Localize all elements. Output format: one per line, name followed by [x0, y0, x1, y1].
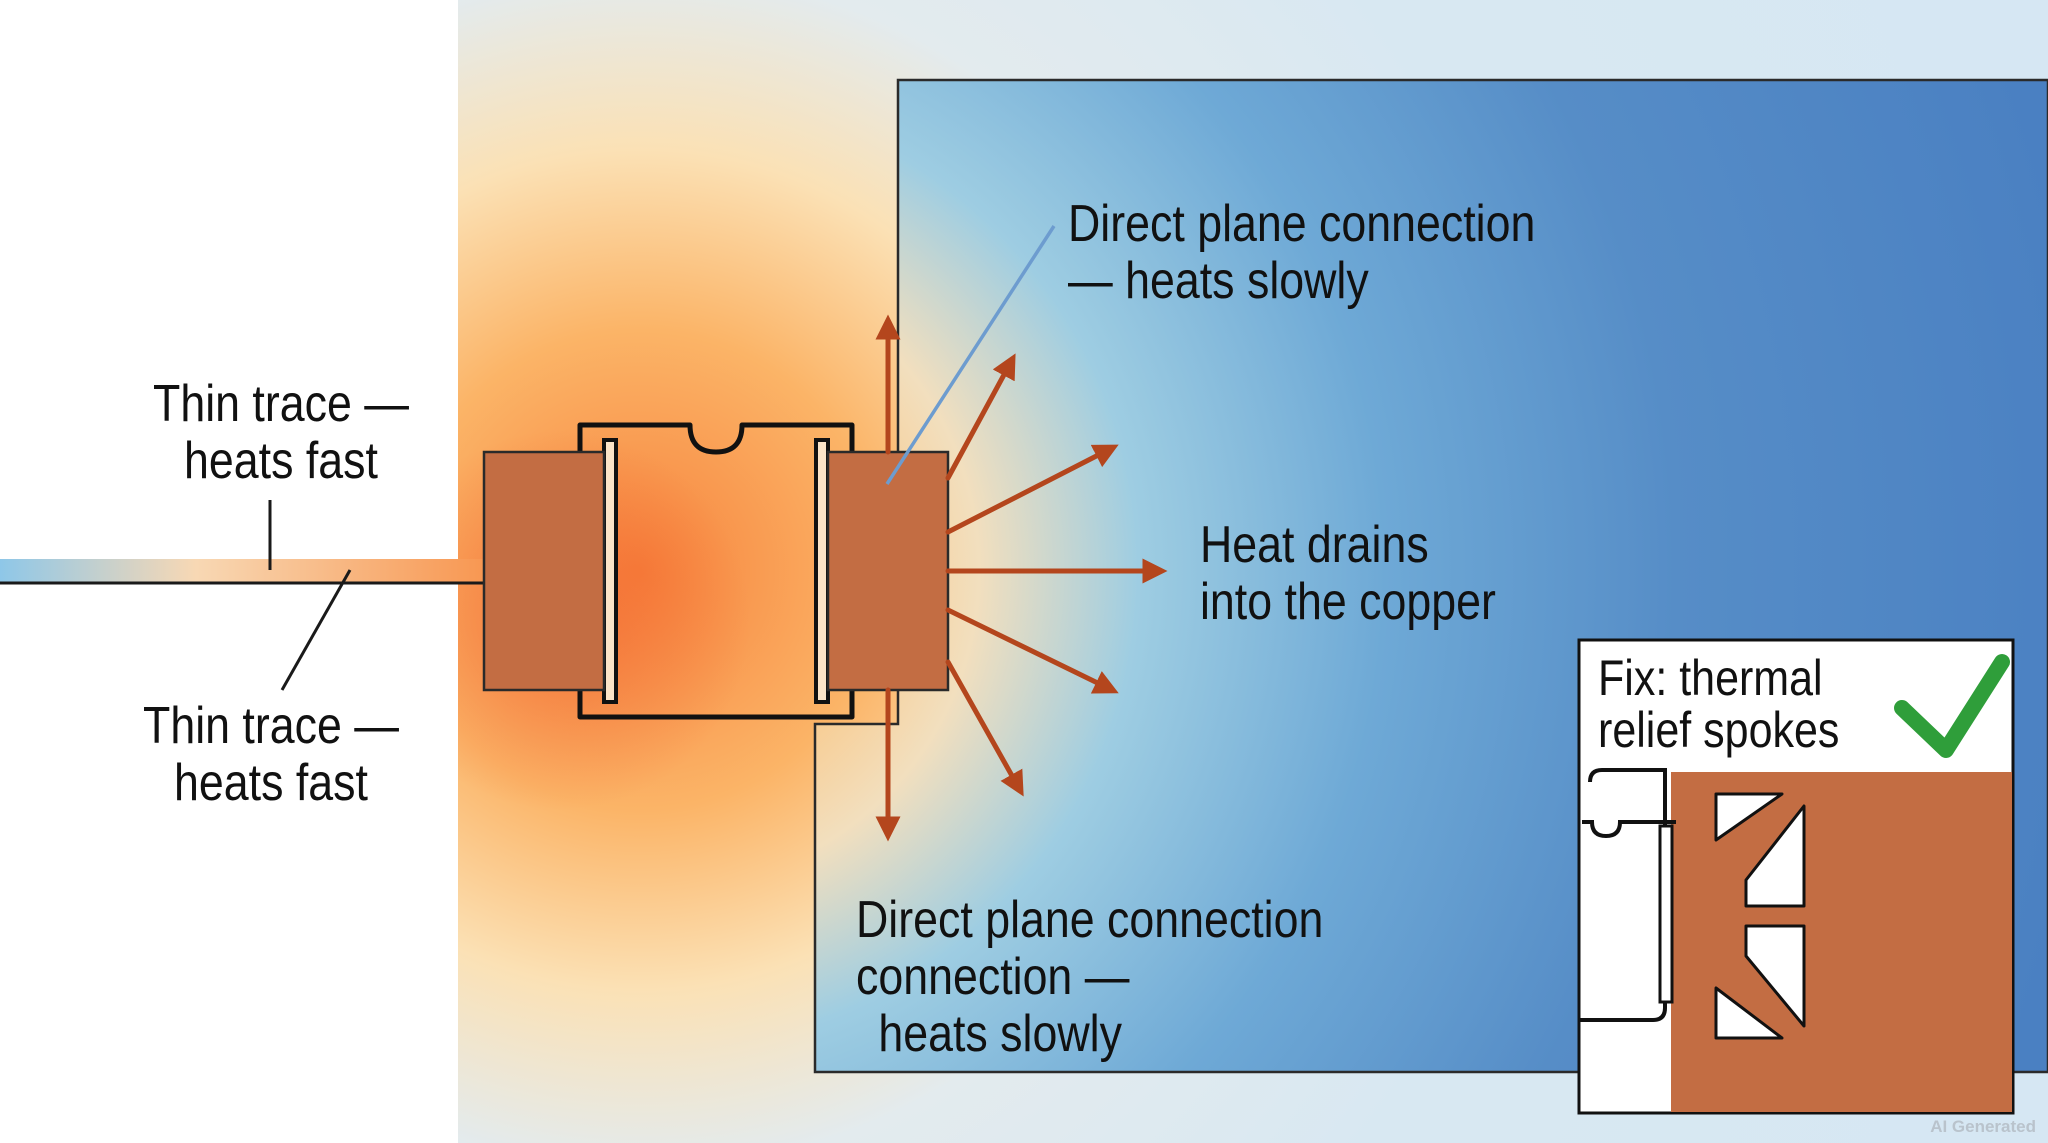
thin-trace — [0, 559, 490, 583]
inset-notch — [1582, 820, 1676, 839]
right-inner-bracket — [814, 438, 830, 704]
thermal-relief-inset — [1577, 638, 2015, 1115]
heat-arrow-down-right — [945, 659, 1024, 797]
plane-label-bottom-line2: connection — — [856, 948, 1130, 1006]
left-inner-bracket — [602, 438, 618, 704]
right-pad — [826, 450, 950, 692]
heat-arrow-lower-right — [945, 607, 1119, 694]
trace-label-bottom-line2: heats fast — [174, 754, 368, 812]
plane-label-top-line2: — heats slowly — [1068, 252, 1369, 310]
heat-arrow-up-right — [945, 353, 1016, 481]
plane-label-top-line1: Direct plane connection — [1068, 195, 1536, 253]
heat-drain-label: Heat drains into the copper — [1200, 517, 1496, 631]
ai-generated-watermark: AI Generated — [1930, 1117, 2036, 1136]
plane-label-top: Direct plane connection — heats slowly — [1068, 196, 1535, 310]
inset-title-line2: relief spokes — [1598, 702, 1840, 758]
heat-drain-label-line1: Heat drains — [1200, 516, 1429, 574]
trace-label-top-line2: heats fast — [184, 432, 378, 490]
heat-drain-label-line2: into the copper — [1200, 573, 1496, 631]
trace-label-bottom: Thin trace — heats fast — [129, 698, 413, 812]
plane-label-bottom-line1: Direct plane connection — [856, 891, 1324, 949]
trace-label-bottom-line1: Thin trace — — [143, 697, 399, 755]
checkmark-icon — [1894, 654, 2010, 758]
inset-title: Fix: thermal relief spokes — [1598, 652, 1839, 756]
inset-title-line1: Fix: thermal — [1598, 650, 1823, 706]
trace-label-top-line1: Thin trace — — [153, 375, 409, 433]
plane-label-bottom: Direct plane connection connection — hea… — [856, 892, 1323, 1063]
leader-trace-bottom — [280, 569, 352, 691]
trace-label-top: Thin trace — heats fast — [139, 376, 423, 490]
heat-arrows — [875, 314, 1168, 842]
relief-gaps — [1714, 792, 1806, 1040]
component-outline — [577, 422, 855, 720]
left-pad — [482, 450, 606, 692]
plane-label-bottom-line3: heats slowly — [878, 1005, 1122, 1063]
heat-arrow-upper-right — [945, 444, 1119, 535]
leader-plane-top — [885, 225, 1056, 485]
